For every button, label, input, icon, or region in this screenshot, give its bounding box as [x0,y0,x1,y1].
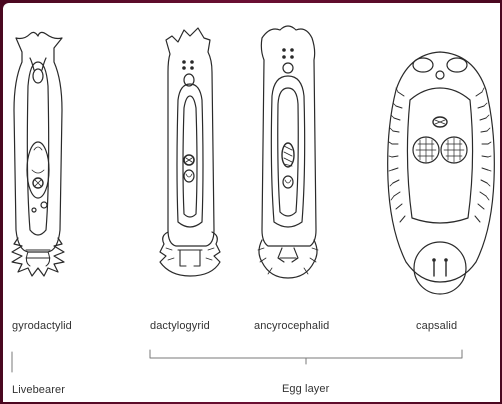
egg-layer-bracket [150,350,462,358]
label-livebearer: Livebearer [12,384,65,396]
label-dactylogyrid: dactylogyrid [150,320,210,332]
gyrodactylid-drawing [12,32,64,276]
label-egg-layer: Egg layer [282,383,329,395]
capsalid-drawing [388,52,495,294]
ancyrocephalid-drawing [258,26,318,278]
label-ancyrocephalid: ancyrocephalid [254,320,329,332]
label-gyrodactylid: gyrodactylid [12,320,72,332]
label-capsalid: capsalid [416,320,457,332]
group-brackets [12,350,462,372]
dactylogyrid-drawing [160,28,220,276]
